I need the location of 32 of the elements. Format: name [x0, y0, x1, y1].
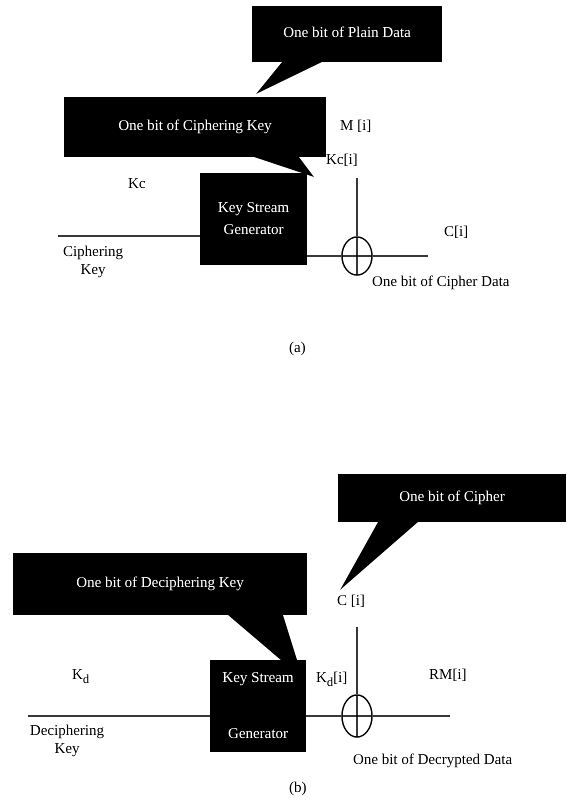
callout-text: One bit of Cipher [398, 489, 506, 506]
caption-text: One bit of Cipher Data [372, 274, 510, 291]
caption-text: One bit of Decrypted Data [353, 752, 512, 769]
label-text: Kc[i] [326, 152, 358, 169]
label-text: Kc [128, 176, 146, 193]
callout-text: One bit of Ciphering Key [117, 118, 273, 135]
signal-line [28, 715, 210, 717]
signal-line [58, 235, 200, 237]
generator-box [210, 660, 306, 752]
label-text: K$_{d}$ [72, 667, 90, 687]
xor-symbol [341, 236, 373, 276]
signal-line [373, 255, 428, 257]
label-text: K$_{d}$[i] [316, 670, 348, 690]
generator-box [200, 173, 307, 265]
caption-text: (b) [289, 780, 306, 797]
xor-symbol [341, 694, 373, 738]
signal-line [307, 255, 341, 257]
callout-text: One bit of Plain Data [282, 25, 412, 42]
label-text: RM[i] [429, 667, 466, 684]
label-text: Deciphering Key [28, 722, 106, 758]
callout-text: One bit of Deciphering Key [75, 575, 245, 592]
signal-line [356, 627, 358, 694]
label-text: C[i] [444, 224, 468, 241]
caption-text: (a) [289, 340, 306, 357]
label-text: M [i] [340, 118, 372, 135]
label-text: C [i] [337, 593, 365, 610]
box-text: Key Stream Generator [221, 669, 295, 744]
label-text: Ciphering Key [62, 243, 124, 279]
signal-line [356, 178, 358, 236]
signal-line [373, 715, 450, 717]
box-text: Key Stream Generator [216, 199, 290, 240]
signal-line [306, 715, 341, 717]
